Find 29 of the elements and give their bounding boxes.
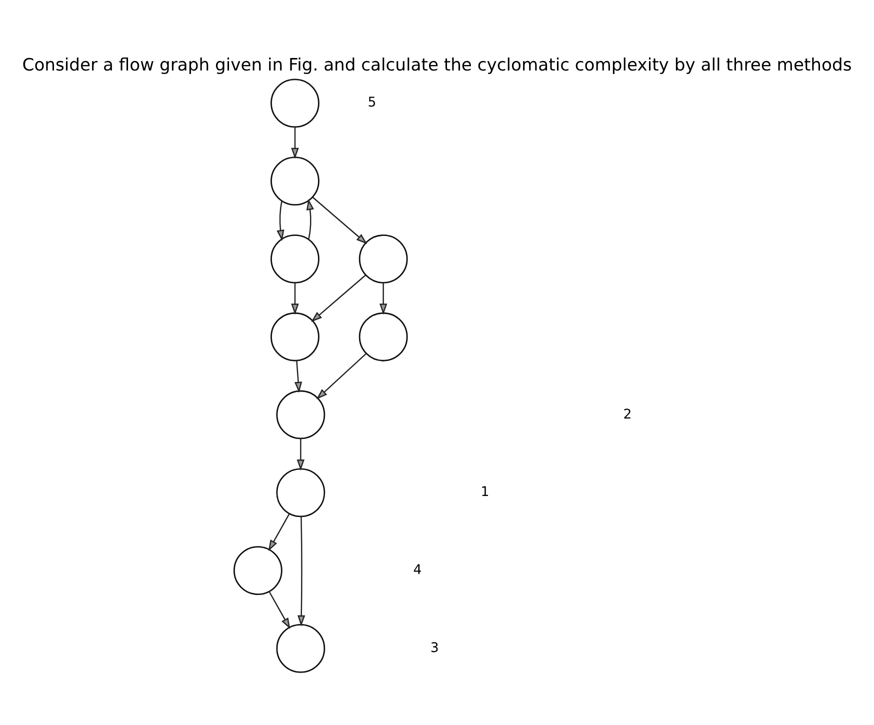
node-circle (358, 234, 408, 284)
node-circle (233, 546, 282, 596)
arrow (316, 353, 367, 400)
node-circle (276, 468, 326, 518)
arrow (291, 126, 299, 159)
label: 3 (430, 640, 439, 656)
label: 2 (623, 407, 632, 422)
arrow (306, 198, 314, 240)
arrow (296, 438, 305, 471)
label: 1 (480, 485, 490, 500)
arrow (379, 282, 388, 315)
node-circle (270, 312, 320, 362)
arrow (294, 360, 302, 393)
arrow (297, 516, 306, 626)
arrow (268, 514, 290, 552)
label: 4 (413, 563, 422, 578)
arrow (311, 274, 366, 322)
node-circle (276, 624, 326, 673)
arrow (312, 196, 368, 244)
arrow (291, 282, 299, 315)
node-circle (276, 390, 326, 440)
node-circle (270, 78, 320, 128)
node-circle (270, 234, 320, 284)
arrow (276, 201, 284, 241)
label: 5 (368, 96, 376, 111)
diagram-title: Consider a flow graph given in Fig. and calculate the cyclomatic complexity by all three methods (22, 55, 852, 76)
node-circle (358, 312, 408, 362)
arrow (268, 592, 290, 629)
node-circle (270, 156, 320, 206)
